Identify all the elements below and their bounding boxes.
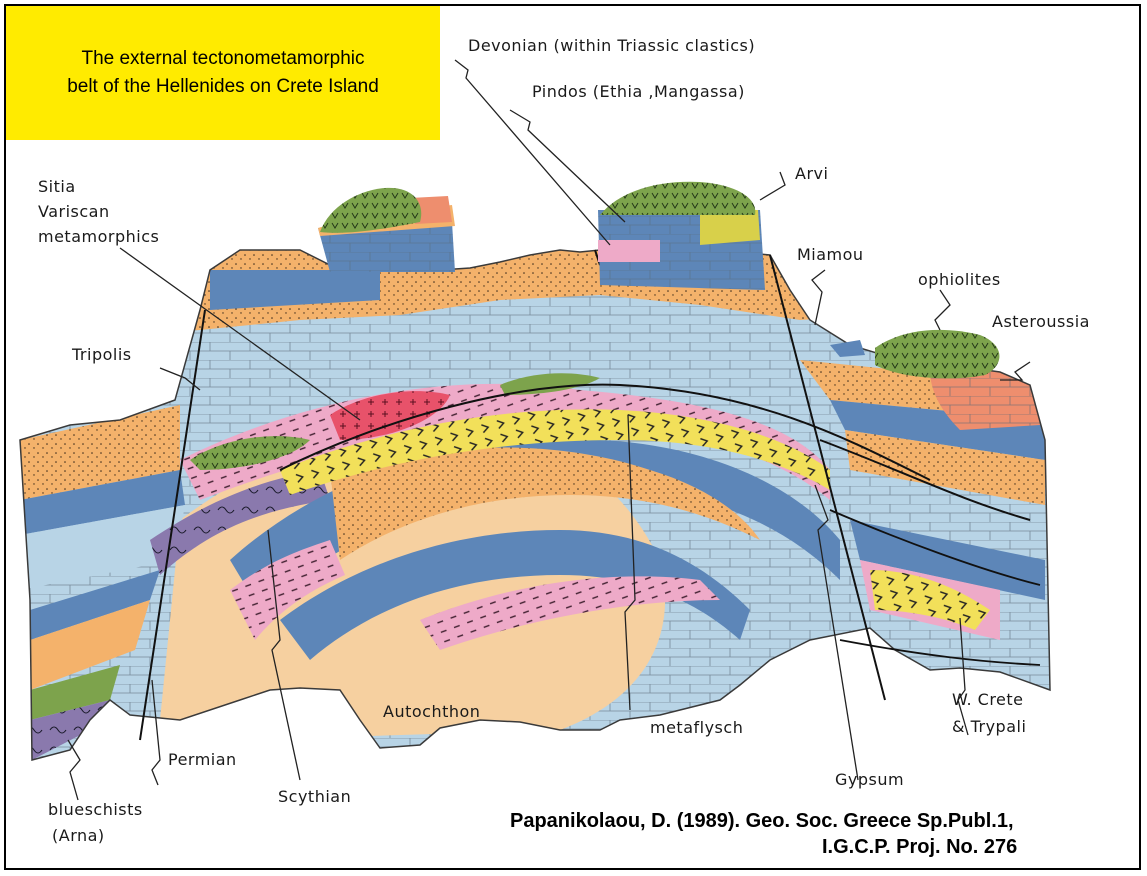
label-devonian: Devonian (within Triassic clastics) [468, 36, 755, 55]
title-box: The external tectonometamorphic belt of … [6, 6, 440, 140]
citation-line-2: I.G.C.P. Proj. No. 276 [822, 836, 1017, 859]
title-line-2: belt of the Hellenides on Crete Island [6, 76, 440, 98]
label-gypsum: Gypsum [835, 770, 904, 789]
label-metamorphics: metamorphics [38, 227, 159, 246]
label-arvi: Arvi [795, 164, 828, 183]
label-autochthon: Autochthon [383, 702, 480, 721]
citation-line-1: Papanikolaou, D. (1989). Geo. Soc. Greec… [510, 810, 1014, 833]
label-metaflysch: metaflysch [650, 718, 743, 737]
label-miamou: Miamou [797, 245, 864, 264]
label-arna: (Arna) [52, 826, 105, 845]
title-line-1: The external tectonometamorphic [6, 48, 440, 70]
label-asteroussia: Asteroussia [992, 312, 1090, 331]
label-wcrete: W. Crete [952, 690, 1024, 709]
label-pindos: Pindos (Ethia ,Mangassa) [532, 82, 745, 101]
label-blueschists: blueschists [48, 800, 143, 819]
label-sitia: Sitia [38, 177, 76, 196]
label-ophiolites: ophiolites [918, 270, 1001, 289]
label-scythian: Scythian [278, 787, 351, 806]
label-tripolis: Tripolis [72, 345, 132, 364]
label-permian: Permian [168, 750, 237, 769]
label-variscan: Variscan [38, 202, 110, 221]
label-trypali: & Trypali [952, 717, 1026, 736]
